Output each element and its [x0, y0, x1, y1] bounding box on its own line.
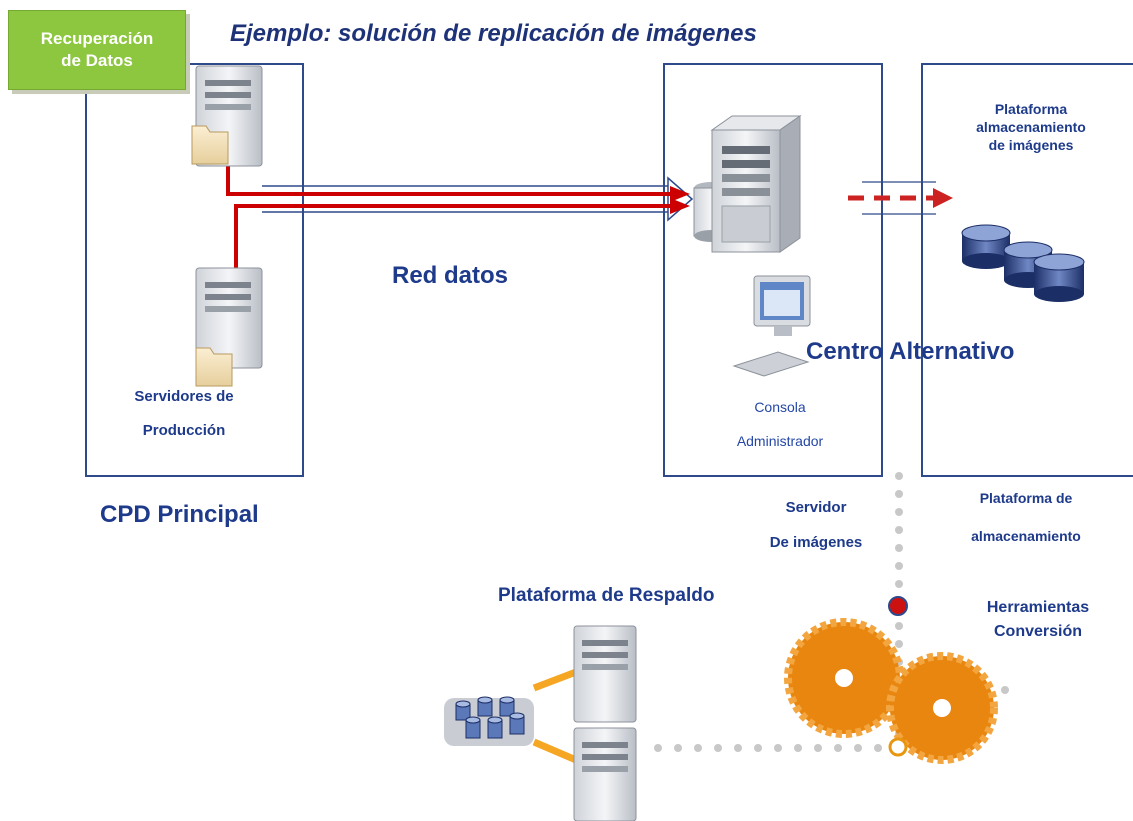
replication-arrows [226, 146, 690, 268]
servidor-line2: De imágenes [769, 534, 863, 551]
plataforma-bottom-line1: Plataforma de [979, 490, 1073, 506]
servidores-label-line1: Servidores de [134, 388, 234, 405]
consola-line2: Administrador [736, 433, 824, 449]
plataforma-almacenamiento-label: Plataforma de almacenamiento [948, 479, 1104, 555]
plataforma-imagenes-title: Plataforma almacenamiento de imágenes [946, 100, 1116, 154]
network-pipe [262, 176, 694, 222]
storage-arrow [848, 181, 953, 215]
almacenamiento-box [921, 63, 1133, 477]
plataforma-bottom-line2: almacenamiento [971, 528, 1081, 544]
backup-links [532, 668, 578, 764]
image-storage-array [961, 224, 1085, 302]
plataforma-respaldo-title: Plataforma de Respaldo [498, 585, 715, 606]
connection-node-orange [888, 737, 908, 757]
cpd-principal-caption: CPD Principal [100, 501, 259, 528]
consola-label: Consola Administrador [718, 390, 842, 458]
plataforma-title-line1: Plataforma [994, 101, 1068, 117]
servidor-line1: Servidor [785, 499, 847, 516]
herramientas-conversion-label: Herramientas Conversión [966, 596, 1110, 644]
servidores-label-line2: Producción [142, 422, 226, 439]
conversion-gear-large [784, 618, 904, 738]
herramientas-line2: Conversión [993, 623, 1082, 640]
dotted-connector-horizontal [654, 686, 1009, 752]
red-datos-label: Red datos [392, 262, 509, 289]
plataforma-title-line3: de imágenes [988, 137, 1074, 153]
centro-alternativo-box [663, 63, 883, 477]
consola-line1: Consola [754, 399, 806, 415]
production-server-bottom [195, 267, 263, 387]
servidor-imagenes-label: Servidor De imágenes [736, 490, 896, 560]
recuperacion-badge: Recuperación de Datos [8, 10, 186, 90]
conversion-gear-small [886, 652, 998, 764]
badge-line2: de Datos [61, 51, 133, 70]
production-server-top [191, 65, 263, 167]
backup-server-top [573, 625, 637, 723]
servidores-produccion-label: Servidores de Producción [100, 380, 268, 448]
image-server [693, 115, 802, 253]
admin-console-monitor [732, 275, 811, 377]
page-title: Ejemplo: solución de replicación de imág… [230, 20, 757, 47]
backup-storage-cluster [444, 696, 534, 746]
badge-line1: Recuperación [40, 29, 154, 48]
connection-node-red [888, 596, 908, 616]
backup-server-bottom [573, 727, 637, 821]
plataforma-title-line2: almacenamiento [976, 119, 1086, 135]
centro-alternativo-caption: Centro Alternativo [806, 338, 1015, 365]
herramientas-line1: Herramientas [986, 599, 1090, 616]
cpd-principal-box [85, 63, 304, 477]
